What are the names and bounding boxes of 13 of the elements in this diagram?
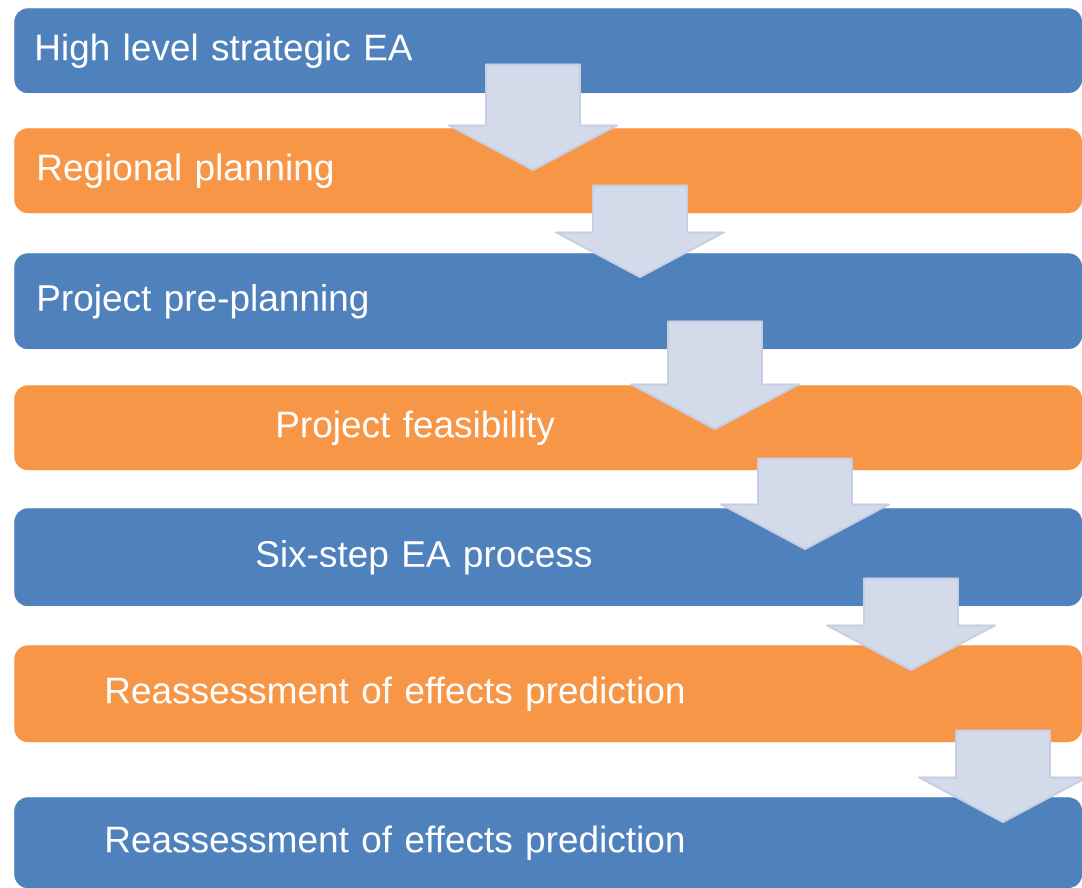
- block-arrow: [555, 184, 725, 278]
- band: Project feasibility: [14, 385, 1082, 471]
- band: Reassessment of effects prediction: [14, 797, 1082, 888]
- band: Regional planning: [14, 128, 1082, 214]
- band: High level strategic EA: [14, 8, 1082, 94]
- band: Six-step EA process: [14, 508, 1082, 607]
- block-arrow: [630, 320, 800, 430]
- block-arrow: [826, 577, 996, 671]
- block-arrow: [918, 729, 1082, 823]
- band: Project pre-planning: [14, 253, 1082, 350]
- block-arrow: [448, 63, 618, 171]
- block-arrow: [720, 457, 890, 550]
- band: Reassessment of effects prediction: [14, 645, 1082, 743]
